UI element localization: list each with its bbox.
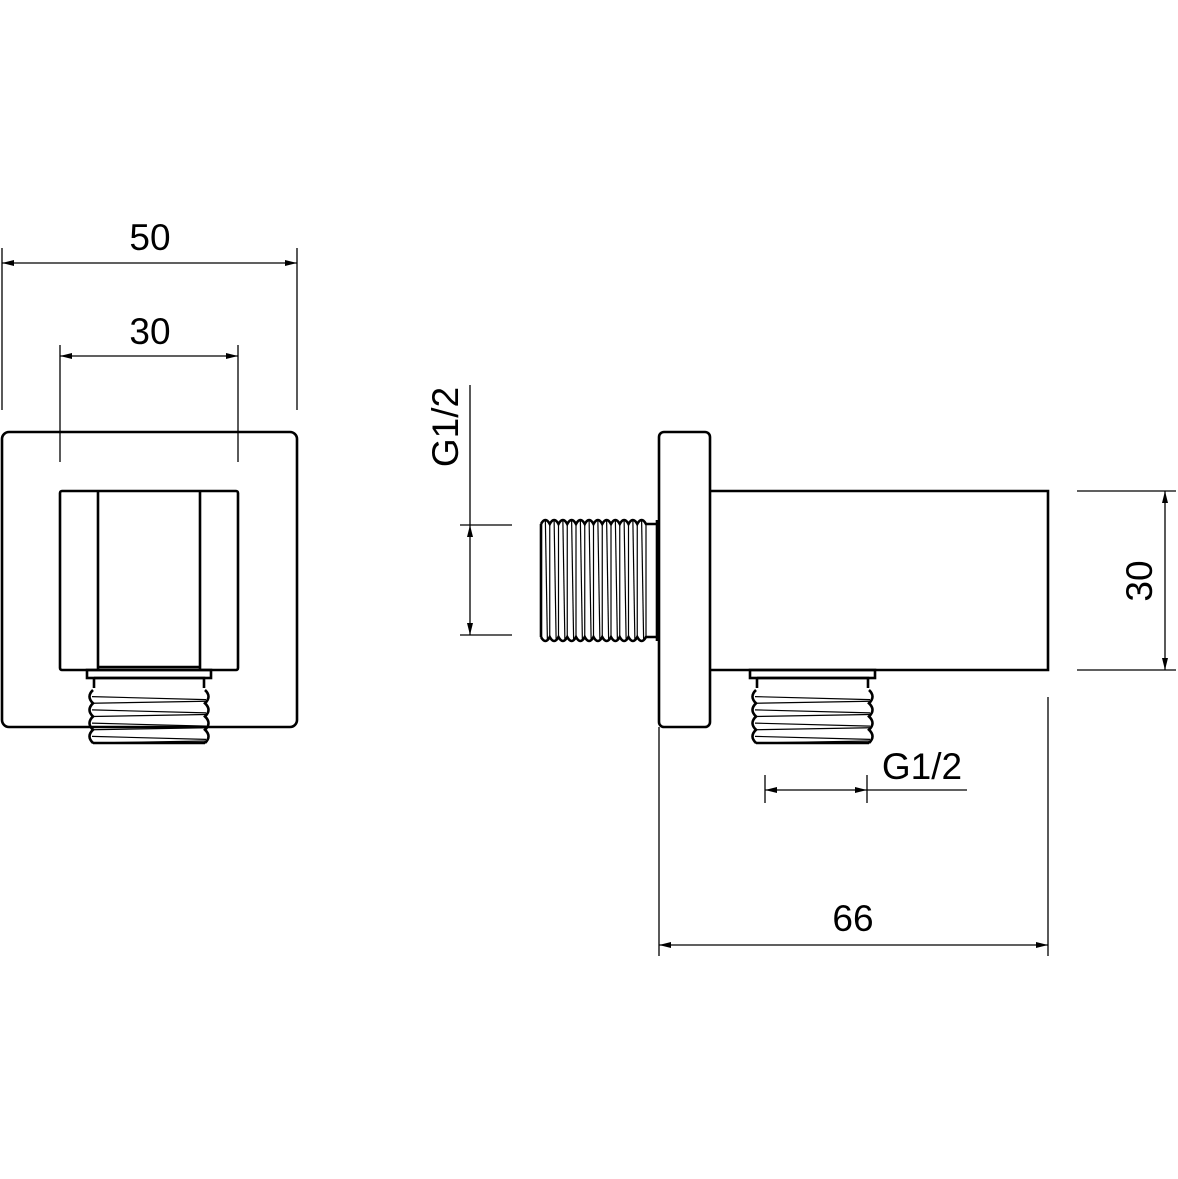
dimension-outlet-thread: G1/2	[764, 746, 967, 803]
thread-line	[91, 713, 207, 718]
thread-line	[91, 700, 207, 704]
inlet-thread	[539, 518, 659, 643]
thread-line	[544, 520, 548, 641]
body-face	[58, 489, 240, 672]
outlet-thread-side	[751, 676, 874, 745]
thread-line	[614, 520, 618, 641]
thread-line	[606, 520, 610, 641]
outlet-thread	[88, 676, 210, 745]
thread-line	[755, 676, 870, 688]
thread-line	[632, 520, 636, 641]
outlet-body	[710, 489, 1050, 672]
wall-flange	[657, 430, 712, 729]
dimension-height-30: 30	[1077, 490, 1176, 671]
thread-line	[91, 735, 207, 740]
thread-line	[597, 520, 601, 641]
dimension-label-outlet-g12: G1/2	[882, 746, 962, 787]
thread-line	[91, 727, 207, 731]
thread-line	[641, 520, 645, 641]
thread-line	[754, 722, 871, 727]
thread-line	[539, 634, 657, 643]
thread-line	[571, 520, 575, 641]
dimension-label-height-30: 30	[1119, 560, 1160, 601]
thread-line	[754, 709, 871, 714]
thread-line	[562, 520, 566, 641]
thread-line	[588, 520, 592, 641]
dimension-depth-66: 66	[658, 697, 1049, 956]
thread-line	[553, 520, 557, 641]
thread-line	[754, 700, 871, 704]
thread-line	[754, 727, 871, 731]
thread-line	[751, 689, 758, 744]
dimension-label-30: 30	[129, 311, 170, 352]
dimension-label-50: 50	[129, 217, 170, 258]
thread-line	[623, 520, 627, 641]
thread-line	[91, 709, 207, 714]
thread-line	[88, 689, 95, 744]
dimension-width-50: 50	[1, 217, 298, 410]
dimension-label-inlet-g12: G1/2	[425, 387, 466, 467]
thread-line	[91, 696, 207, 701]
thread-line	[539, 518, 657, 527]
dimension-inner-width-30: 30	[59, 311, 239, 462]
wall-plate-outline	[0, 430, 299, 729]
dimension-inlet-thread: G1/2	[425, 385, 512, 636]
thread-line	[203, 689, 210, 744]
thread-line	[867, 689, 874, 744]
thread-line	[754, 735, 871, 740]
thread-line	[754, 713, 871, 718]
thread-line	[92, 676, 206, 688]
thread-line	[754, 696, 871, 701]
dimension-label-66: 66	[832, 898, 873, 939]
thread-line	[579, 520, 583, 641]
thread-line	[91, 722, 207, 727]
front-view: 50 30	[0, 217, 299, 745]
side-view: G1/2 30 G1/2 66	[425, 385, 1176, 956]
